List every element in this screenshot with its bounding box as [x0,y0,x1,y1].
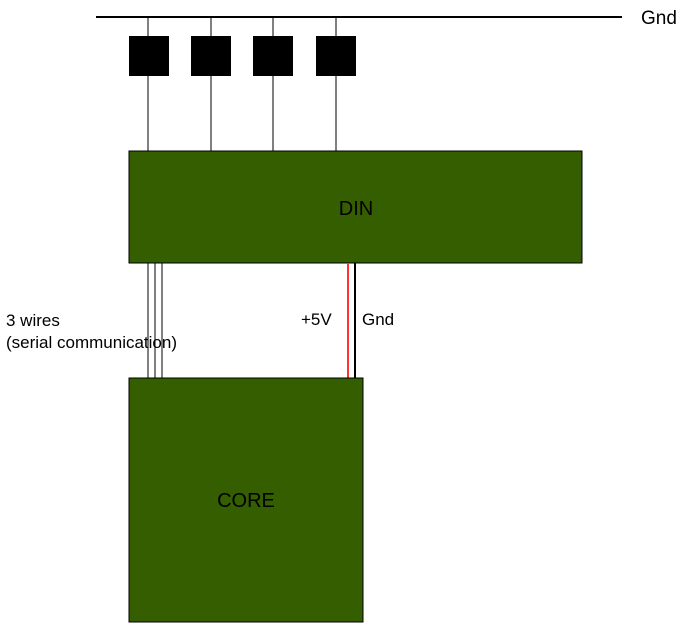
din-label: DIN [339,198,373,220]
core-module [128,377,364,623]
core-label: CORE [217,490,275,512]
button-1 [129,36,169,76]
ground-bus-label: Gnd [641,8,677,29]
din-module [128,150,583,264]
ground-label: Gnd [362,310,394,329]
power-label: +5V [301,310,332,329]
serial-label-line1: 3 wires [6,311,60,330]
button-4 [316,36,356,76]
serial-label-line2: (serial communication) [6,333,177,352]
button-2 [191,36,231,76]
button-3 [253,36,293,76]
